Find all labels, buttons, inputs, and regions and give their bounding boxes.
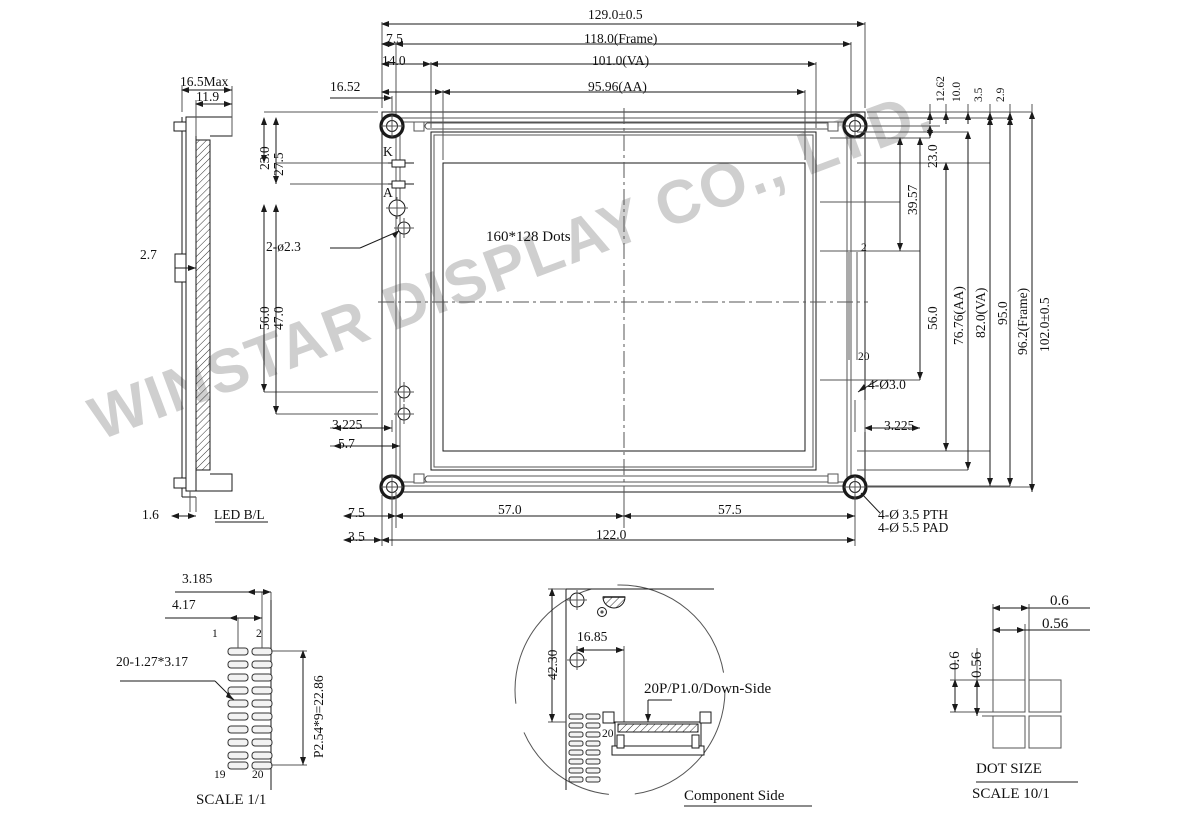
mounting-holes <box>379 113 868 500</box>
component-side-detail <box>514 584 812 807</box>
dim-frame-height: 96.2(Frame) <box>1015 287 1030 355</box>
dim-2-9: 2.9 <box>995 87 1007 102</box>
callout-pth: 4-Ø 3.5 PTH <box>878 507 949 522</box>
callout-pad: 4-Ø 5.5 PAD <box>878 520 949 535</box>
label-scale-10-1: SCALE 10/1 <box>972 786 1050 802</box>
dim-56-0-left: 56.0 <box>257 306 272 330</box>
dim-47-0: 47.0 <box>271 306 286 330</box>
pin-label-2: 2 <box>256 628 262 640</box>
dim-42-30: 42.30 <box>545 649 560 680</box>
dim-57-0: 57.0 <box>498 502 522 517</box>
dim-overall-width: 129.0±0.5 <box>588 7 643 22</box>
dim-10-0: 10.0 <box>951 81 963 102</box>
label-component-side: Component Side <box>684 788 785 804</box>
dim-12-62: 12.62 <box>935 76 947 102</box>
dim-overall-height: 102.0±0.5 <box>1037 297 1052 352</box>
pin-pad-row <box>848 252 858 360</box>
callout-2-dia-2-3: 2-ø2.3 <box>266 239 301 254</box>
dim-frame-width: 118.0(Frame) <box>584 31 658 46</box>
pin-label-20: 20 <box>252 769 264 781</box>
label-terminal-k: K <box>383 144 393 159</box>
dim-122-0: 122.0 <box>596 527 627 542</box>
pin-label-19: 19 <box>214 769 226 781</box>
dim-left-edge-14-0: 14.0 <box>382 53 406 68</box>
label-scale-1-1: SCALE 1/1 <box>196 792 267 808</box>
front-view <box>330 108 920 514</box>
dim-4-17: 4.17 <box>172 597 196 612</box>
dim-95-0: 95.0 <box>995 301 1010 325</box>
dim-va-height: 82.0(VA) <box>973 287 988 338</box>
dim-57-5: 57.5 <box>718 502 742 517</box>
dim-23-0-right: 23.0 <box>925 144 940 168</box>
callout-connector-type: 20P/P1.0/Down-Side <box>644 681 772 697</box>
pin-label-20-main: 20 <box>858 351 870 363</box>
pin-label-20-detail: 20 <box>602 728 614 740</box>
dim-dot-size-y: 0.56 <box>969 651 985 678</box>
callout-4-dia-3-0: 4-Ø3.0 <box>868 377 906 392</box>
label-dot-size: DOT SIZE <box>976 761 1042 777</box>
dim-dot-pitch-y: 0.6 <box>947 651 963 670</box>
dim-27-5: 27.5 <box>271 152 286 176</box>
dim-dot-size-x: 0.56 <box>1042 616 1069 632</box>
dim-23-0-left: 23.0 <box>257 146 272 170</box>
dim-3-5-top: 3.5 <box>973 87 985 102</box>
dim-7-5-bottom: 7.5 <box>348 505 365 520</box>
label-terminal-a: A <box>383 185 393 200</box>
pth-callout <box>860 492 881 514</box>
connector-pad-detail <box>120 589 307 790</box>
center-lines <box>378 108 868 500</box>
side-view-profile <box>173 116 233 512</box>
dot-size-detail <box>950 604 1090 783</box>
pin-label-1: 1 <box>212 628 218 640</box>
dim-pitch: P2.54*9=22.86 <box>311 675 326 758</box>
dim-1-6: 1.6 <box>142 507 159 522</box>
dim-2-7: 2.7 <box>140 247 157 262</box>
dim-16-85: 16.85 <box>577 629 608 644</box>
dim-left-edge-7-5: 7.5 <box>386 31 403 46</box>
label-dot-matrix: 160*128 Dots <box>486 229 571 245</box>
dim-thickness-max: 16.5Max <box>180 74 229 89</box>
dim-16-52: 16.52 <box>330 79 361 94</box>
dim-3-225-right: 3.225 <box>884 418 915 433</box>
dim-thickness-11-9: 11.9 <box>196 89 220 104</box>
led-terminals <box>330 159 414 424</box>
dim-aa-width: 95.96(AA) <box>588 79 647 94</box>
dim-3-185: 3.185 <box>182 571 213 586</box>
right-dimension-chain <box>820 111 1032 488</box>
callout-pad-size: 20-1.27*3.17 <box>116 654 188 669</box>
dim-5-7: 5.7 <box>338 436 355 451</box>
dim-56-0-right: 56.0 <box>925 306 940 330</box>
dim-39-57: 39.57 <box>905 184 920 215</box>
dim-3-225-left: 3.225 <box>332 417 363 432</box>
pin-label-2-main: 2 <box>861 242 867 254</box>
dim-aa-height: 76.76(AA) <box>951 286 966 345</box>
dim-va-width: 101.0(VA) <box>592 53 650 68</box>
dim-dot-pitch-x: 0.6 <box>1050 593 1069 609</box>
dim-3-5-bottom: 3.5 <box>348 529 365 544</box>
label-led-backlight: LED B/L <box>214 507 265 522</box>
